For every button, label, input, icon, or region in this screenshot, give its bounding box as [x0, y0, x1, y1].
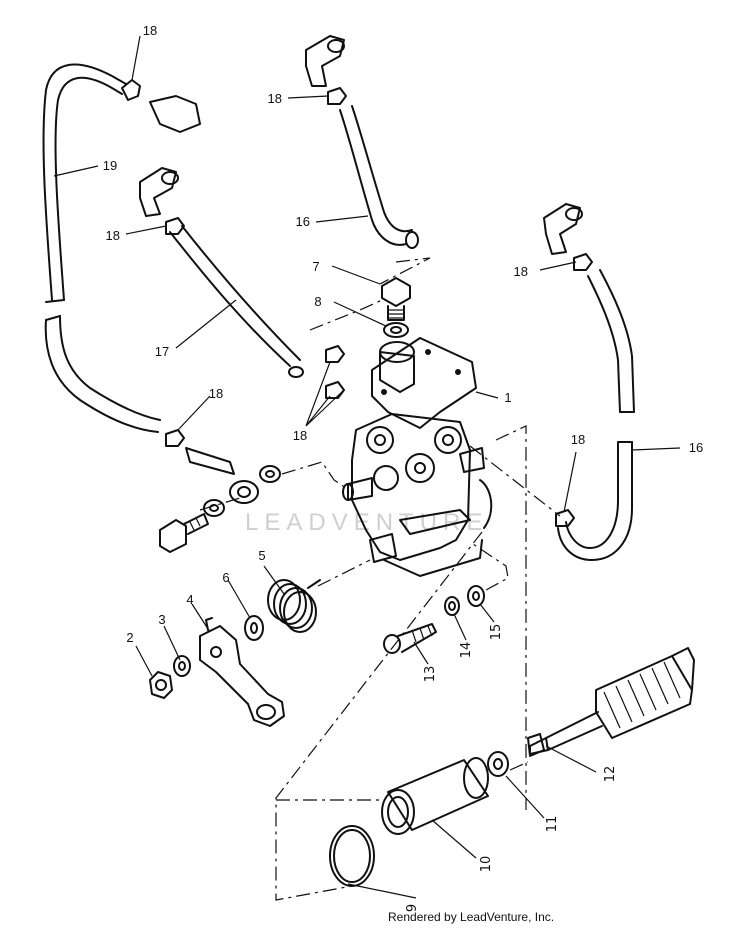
callout-12: 12	[603, 766, 618, 783]
callout-19: 19	[103, 158, 117, 173]
hose-16-top	[339, 105, 419, 249]
pump-lever-4	[199, 617, 285, 727]
callout-14: 14	[459, 642, 474, 659]
screw-13	[383, 623, 437, 654]
callout-1: 1	[504, 390, 511, 405]
washer-8	[383, 322, 409, 338]
washer-15	[467, 585, 485, 607]
callout-18: 18	[268, 91, 282, 106]
callout-8: 8	[314, 294, 321, 309]
oil-pump-body	[342, 337, 493, 577]
union-fitting	[185, 447, 281, 517]
callout-10: 10	[479, 856, 494, 873]
callout-3: 3	[158, 612, 165, 627]
o-ring-9	[329, 825, 375, 887]
elbow-fitting-right	[543, 203, 583, 255]
elbow-fitting-top	[305, 35, 345, 87]
callout-17: 17	[155, 344, 169, 359]
hose-right-upper	[587, 269, 635, 413]
assembly-lines	[199, 257, 561, 901]
hose-17	[169, 225, 304, 378]
banjo-bolt-7	[381, 277, 411, 321]
callout-16: 16	[689, 440, 703, 455]
return-spring-5	[267, 579, 321, 633]
callout-9: 9	[405, 904, 420, 912]
render-credit: Rendered by LeadVenture, Inc.	[388, 910, 555, 924]
callout-13: 13	[423, 666, 438, 683]
callout-18: 18	[571, 432, 585, 447]
hose-clips-18	[121, 79, 593, 527]
elbow-fitting-left	[139, 167, 179, 217]
callout-4: 4	[186, 592, 193, 607]
callout-18: 18	[209, 386, 223, 401]
leader-lines	[53, 35, 681, 899]
callout-11: 11	[545, 816, 560, 833]
hose-19	[42, 63, 161, 433]
callout-15: 15	[489, 624, 504, 641]
callout-5: 5	[258, 548, 265, 563]
callout-7: 7	[312, 259, 319, 274]
callout-18: 18	[143, 23, 157, 38]
callout-2: 2	[126, 630, 133, 645]
washer-14	[444, 596, 460, 616]
washer-11	[487, 751, 509, 777]
drive-gear-shaft-12	[527, 647, 695, 757]
callout-18: 18	[514, 264, 528, 279]
callout-16: 16	[296, 214, 310, 229]
washer-6	[244, 615, 264, 641]
nut-2	[149, 671, 173, 699]
callout-18: 18	[293, 428, 307, 443]
straight-nipple	[149, 95, 201, 133]
callout-18: 18	[106, 228, 120, 243]
lock-washer-3	[173, 655, 191, 677]
callout-labels: 18 18 19 18 16 7 8 17 18 1 18 18 16 18 5…	[103, 23, 703, 912]
bushing-10	[381, 757, 489, 835]
hose-16-right	[557, 441, 633, 561]
bolt-left	[159, 513, 209, 553]
callout-6: 6	[222, 570, 229, 585]
